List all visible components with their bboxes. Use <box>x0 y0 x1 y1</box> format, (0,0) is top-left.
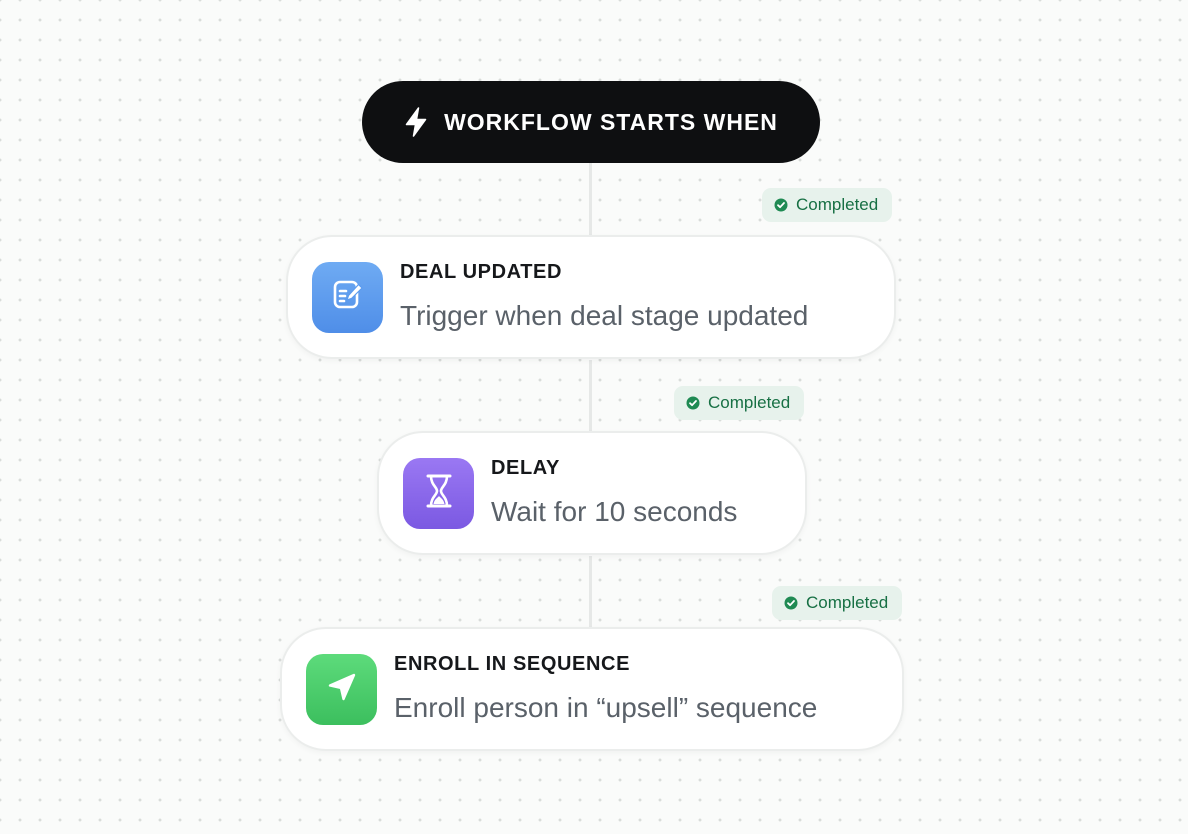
check-circle-icon <box>784 596 798 610</box>
connector-line <box>589 556 592 628</box>
status-badge-label: Completed <box>708 393 791 412</box>
step-description: Trigger when deal stage updated <box>400 300 809 331</box>
status-badge: Completed <box>674 386 805 420</box>
step-icon-tile <box>306 654 377 725</box>
step-card-deal-updated[interactable]: DEAL UPDATED Trigger when deal stage upd… <box>286 235 896 359</box>
status-badge-label: Completed <box>806 593 889 612</box>
connector-line <box>589 360 592 432</box>
connector-line <box>589 163 592 236</box>
status-badge: Completed <box>772 586 903 620</box>
check-circle-icon <box>774 198 788 212</box>
edit-document-icon <box>331 278 365 317</box>
send-arrow-icon <box>325 670 359 709</box>
step-icon-tile <box>403 458 474 529</box>
step-title: DEAL UPDATED <box>400 261 563 283</box>
step-description: Enroll person in “upsell” sequence <box>394 692 818 723</box>
status-badge: Completed <box>762 188 893 222</box>
step-icon-tile <box>312 262 383 333</box>
step-title: DELAY <box>491 457 560 479</box>
workflow-trigger-label: WORKFLOW STARTS WHEN <box>444 108 778 135</box>
status-badge-label: Completed <box>796 195 879 214</box>
lightning-bolt-icon <box>404 107 428 137</box>
step-card-delay[interactable]: DELAY Wait for 10 seconds <box>377 431 807 555</box>
step-description: Wait for 10 seconds <box>491 496 738 527</box>
check-circle-icon <box>686 396 700 410</box>
step-card-enroll-in-sequence[interactable]: ENROLL IN SEQUENCE Enroll person in “ups… <box>280 627 904 751</box>
hourglass-icon <box>424 473 454 514</box>
step-title: ENROLL IN SEQUENCE <box>394 653 631 675</box>
workflow-trigger-button[interactable]: WORKFLOW STARTS WHEN <box>362 81 820 163</box>
